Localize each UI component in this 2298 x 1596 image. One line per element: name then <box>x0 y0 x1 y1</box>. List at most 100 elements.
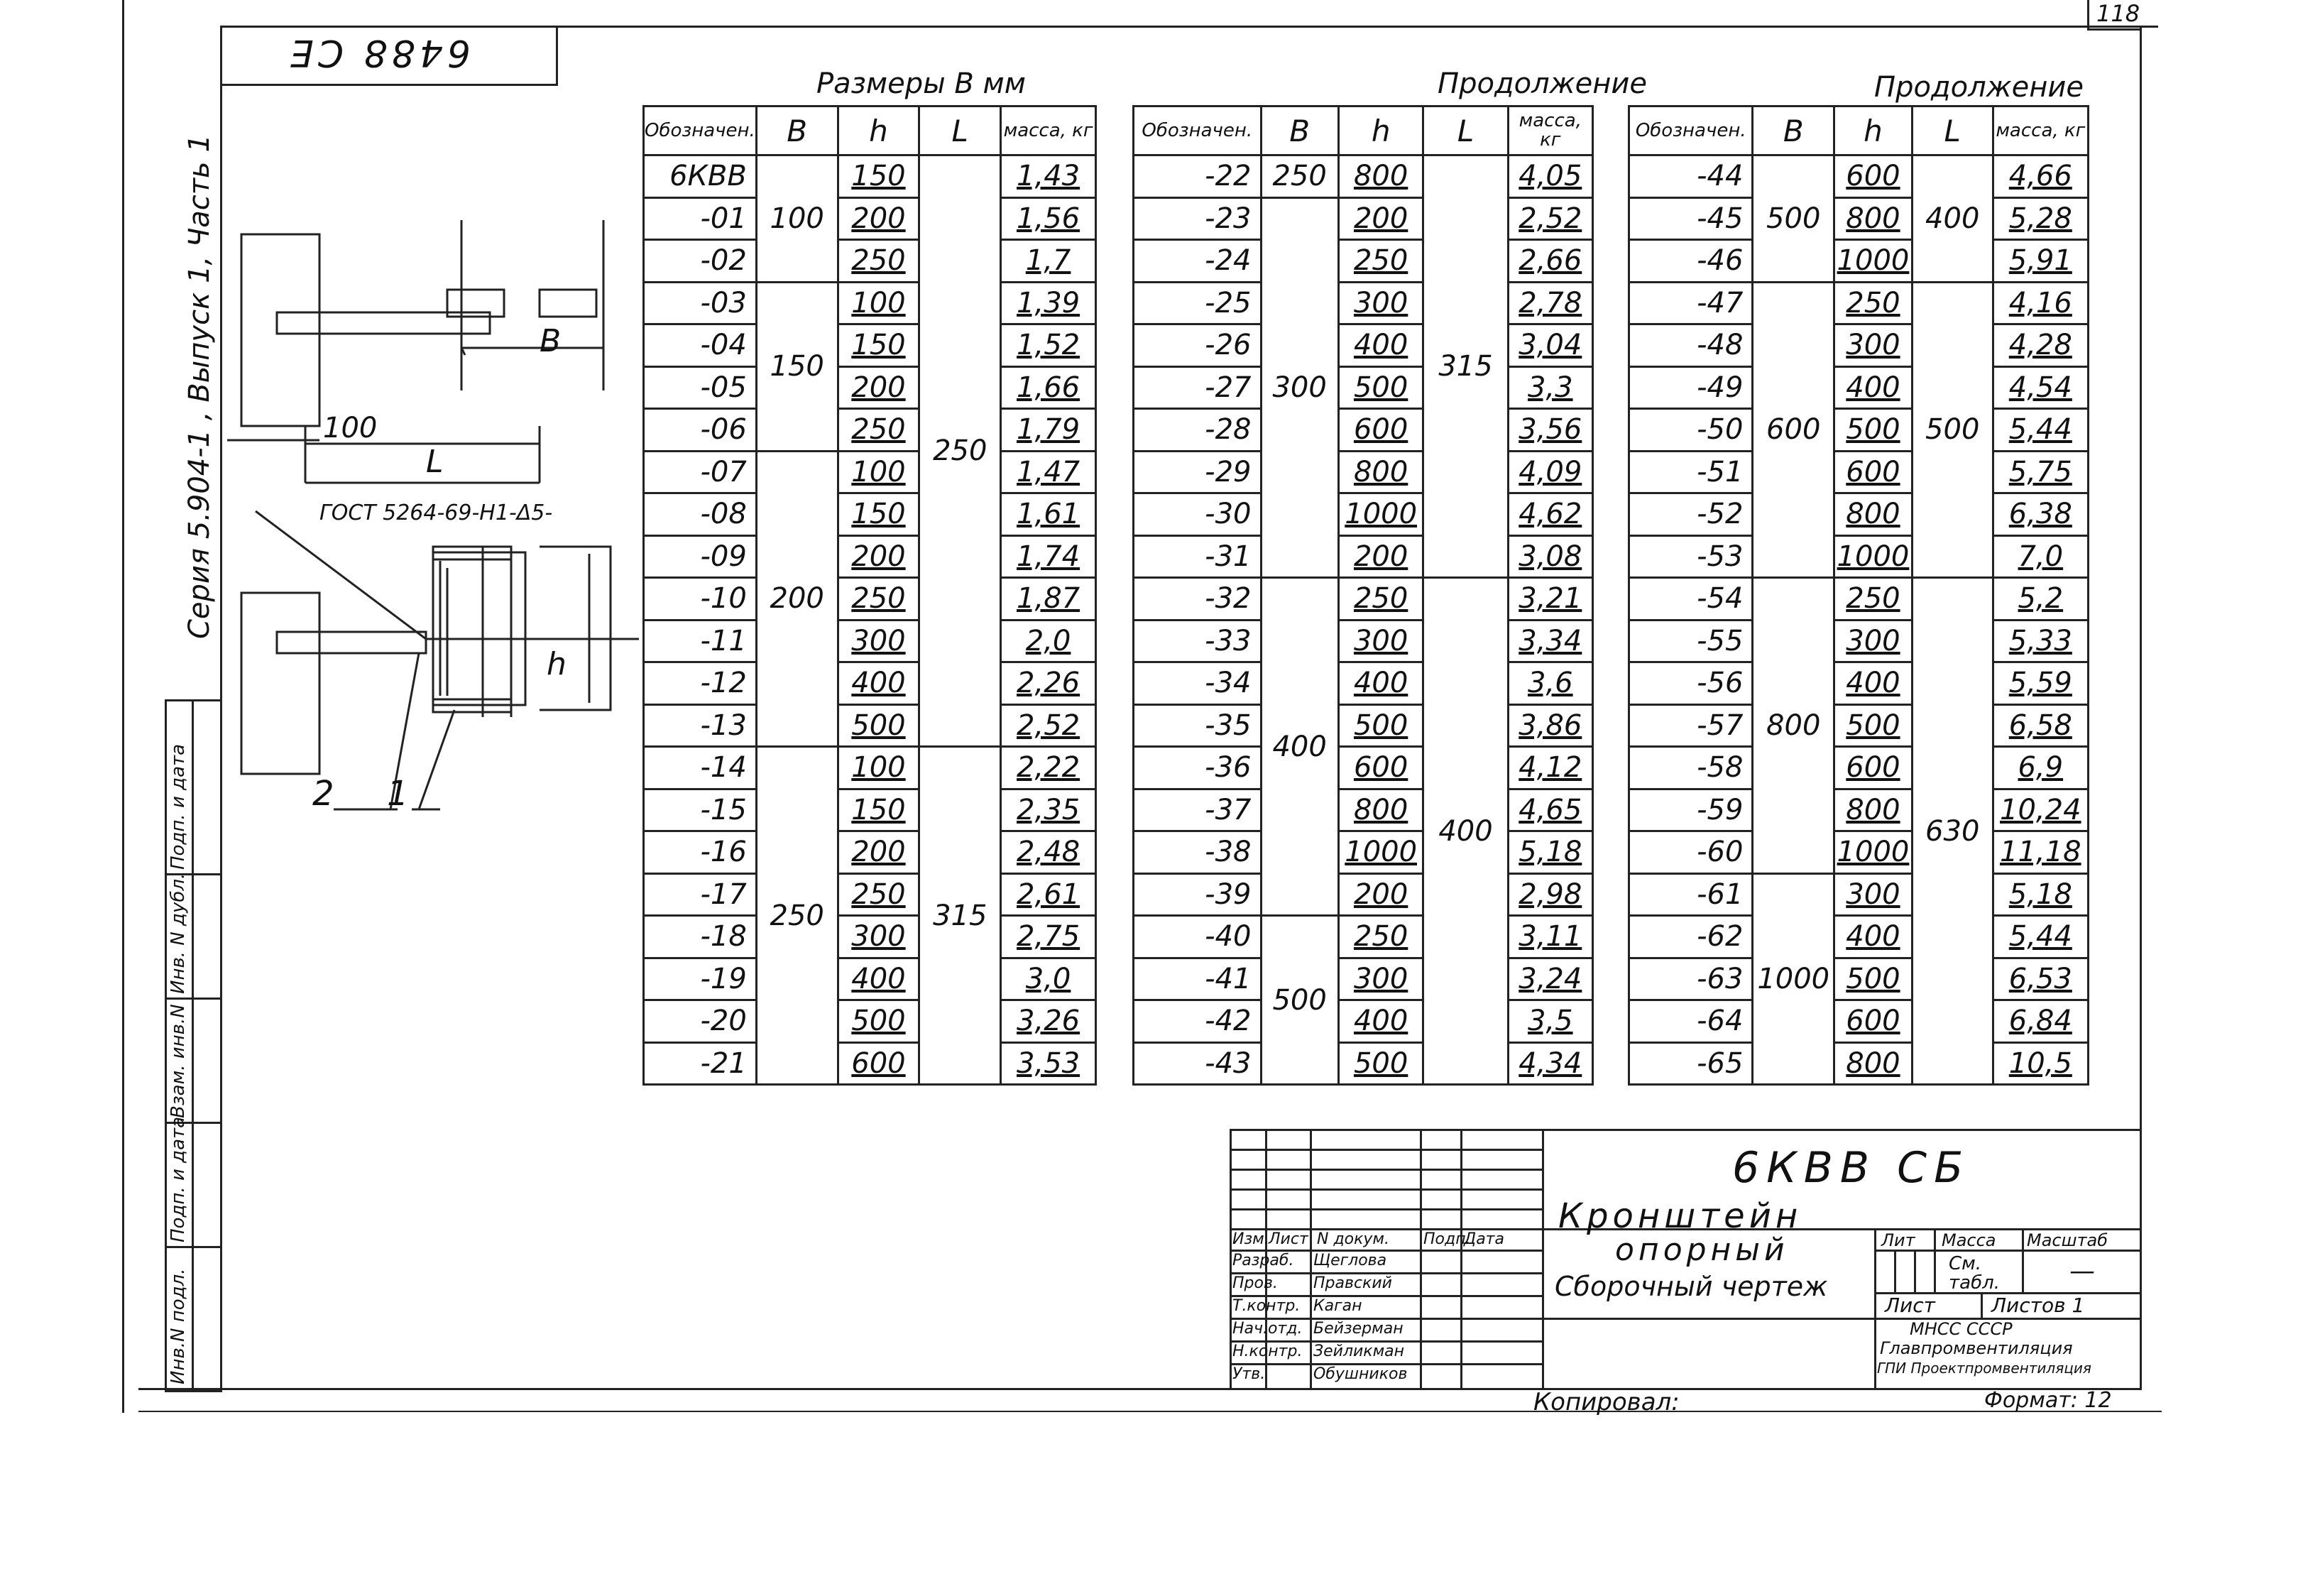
cell-mass: 2,22 <box>1000 745 1097 790</box>
cell-mass: 5,91 <box>1991 239 2090 283</box>
cell-h: 800 <box>1337 154 1425 199</box>
cell-h: 800 <box>1337 449 1425 494</box>
cell-B: 500 <box>1751 154 1836 283</box>
cell-designation: -27 <box>1132 365 1262 410</box>
tb-col-4 <box>1460 1129 1462 1388</box>
strip-label-inv-podl: Инв.N подл. <box>168 1268 189 1384</box>
cell-mass: 5,28 <box>1991 196 2090 241</box>
cell-designation: -42 <box>1132 999 1262 1044</box>
tb-col-list: Лист <box>1269 1230 1308 1248</box>
cell-designation: -54 <box>1627 576 1754 621</box>
cell-designation: -21 <box>642 1041 757 1086</box>
cell-designation: -64 <box>1627 999 1754 1044</box>
tb-person: Зейликман <box>1313 1343 1405 1360</box>
cell-mass: 4,34 <box>1506 1041 1594 1086</box>
cell-mass: 4,09 <box>1506 449 1594 494</box>
cell-mass: 1,7 <box>1000 239 1097 283</box>
cell-designation: -63 <box>1627 956 1754 1001</box>
tb-person: Каган <box>1313 1297 1362 1315</box>
cell-designation: -22 <box>1132 154 1262 199</box>
cell-mass: 1,39 <box>1000 280 1097 325</box>
cell-L: 630 <box>1910 576 1994 1086</box>
cell-h: 300 <box>1833 618 1913 663</box>
cell-mass: 1,52 <box>1000 323 1097 368</box>
cell-mass: 2,0 <box>1000 618 1097 663</box>
cell-designation: -59 <box>1627 787 1754 832</box>
cell-mass: 5,75 <box>1991 449 2090 494</box>
cell-B: 1000 <box>1751 872 1836 1086</box>
cell-h: 800 <box>1833 196 1913 241</box>
cell-mass: 2,75 <box>1000 914 1097 959</box>
tb-col-izm: Изм. <box>1232 1230 1269 1248</box>
cell-designation: -61 <box>1627 872 1754 917</box>
header-h: h <box>1337 105 1425 156</box>
tb-row-1 <box>1230 1149 1542 1151</box>
cell-mass: 2,26 <box>1000 661 1097 706</box>
tb-role: Т.контр. <box>1232 1297 1301 1315</box>
tb-format: Формат: 12 <box>1984 1388 2112 1413</box>
stamp-box: 6488 CE <box>220 26 558 86</box>
strip-label-podp-2: Подп. и дата <box>168 743 189 870</box>
cell-mass: 6,58 <box>1991 703 2090 748</box>
cell-mass: 4,28 <box>1991 323 2090 368</box>
frame-bottom <box>138 1388 2142 1390</box>
cell-h: 250 <box>1833 576 1913 621</box>
cell-mass: 3,26 <box>1000 999 1097 1044</box>
header-L: L <box>1422 105 1509 156</box>
tb-copied: Копировал: <box>1533 1388 1680 1416</box>
cell-mass: 5,44 <box>1991 408 2090 452</box>
cell-mass: 5,18 <box>1991 872 2090 917</box>
cell-designation: -41 <box>1132 956 1262 1001</box>
callout-1: 1 <box>387 774 409 814</box>
cell-mass: 1,47 <box>1000 449 1097 494</box>
header-designation: Обозначен. <box>642 105 757 156</box>
tb-role: Разраб. <box>1232 1252 1294 1269</box>
cell-h: 600 <box>1337 408 1425 452</box>
tb-row-6 <box>1230 1250 1542 1252</box>
caption-table-2: Продолжение <box>1438 67 1648 100</box>
cell-h: 300 <box>836 618 921 663</box>
cell-h: 400 <box>1833 365 1913 410</box>
dim-h-label: h <box>547 646 567 682</box>
cell-designation: -12 <box>642 661 757 706</box>
header-h: h <box>836 105 921 156</box>
cell-L: 315 <box>918 745 1002 1086</box>
tb-col-date: Дата <box>1464 1230 1504 1248</box>
tb-role: Утв. <box>1232 1365 1266 1383</box>
header-mass: масса, кг <box>1506 105 1594 156</box>
tb-mass-val-2: табл. <box>1949 1272 2000 1294</box>
header-L: L <box>918 105 1002 156</box>
cell-h: 250 <box>836 408 921 452</box>
cell-mass: 3,3 <box>1506 365 1594 410</box>
page-number-box: 118 <box>2087 0 2142 31</box>
cell-B: 600 <box>1751 280 1836 579</box>
cell-mass: 4,66 <box>1991 154 2090 199</box>
cell-mass: 1,79 <box>1000 408 1097 452</box>
cell-h: 600 <box>1833 745 1913 790</box>
cell-designation: -55 <box>1627 618 1754 663</box>
cell-h: 150 <box>836 323 921 368</box>
cell-mass: 4,12 <box>1506 745 1594 790</box>
cell-h: 150 <box>836 492 921 537</box>
cell-h: 600 <box>1833 449 1913 494</box>
cell-mass: 3,34 <box>1506 618 1594 663</box>
tb-doc-type: Сборочный чертеж <box>1555 1271 1828 1302</box>
cell-designation: -04 <box>642 323 757 368</box>
cell-designation: -18 <box>642 914 757 959</box>
cell-designation: -56 <box>1627 661 1754 706</box>
